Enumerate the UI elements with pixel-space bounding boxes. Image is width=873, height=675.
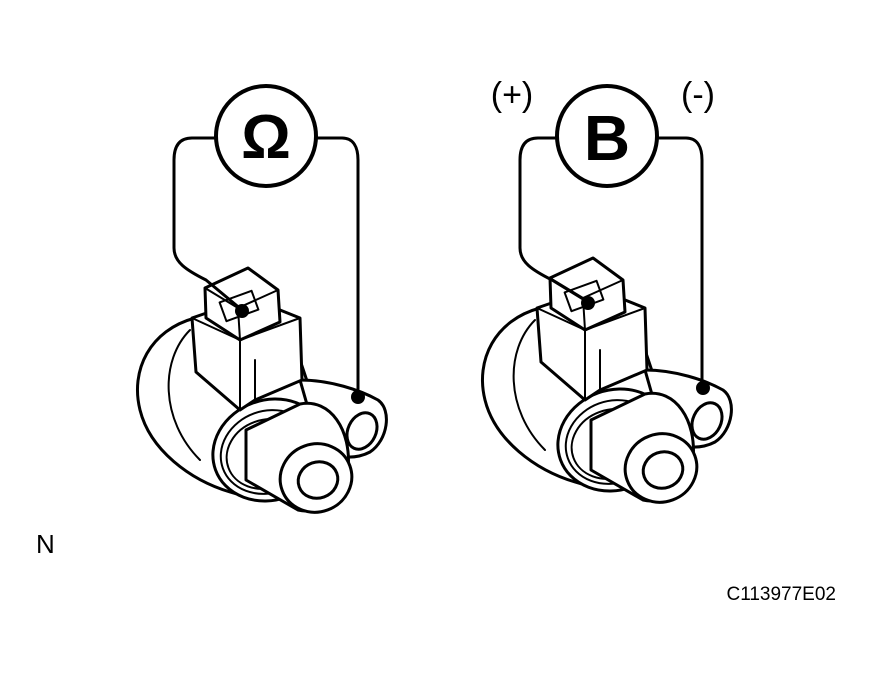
- ohmmeter-symbol: Ω: [241, 103, 291, 172]
- solenoid-valve-left: [135, 266, 388, 524]
- probe-body-right: [696, 381, 710, 395]
- lead-wire-left-2: [314, 136, 360, 397]
- ohmmeter-icon: Ω: [214, 84, 318, 188]
- lead-wire-negative: [654, 136, 704, 387]
- positive-polarity-label: (+): [491, 76, 534, 114]
- lead-wire-positive: [518, 136, 590, 304]
- position-label: N: [36, 529, 55, 559]
- battery-test: B (+) (-): [480, 76, 733, 514]
- negative-polarity-label: (-): [681, 76, 715, 114]
- lead-wire-left-1: [172, 136, 244, 312]
- probe-terminal-left: [235, 304, 249, 318]
- probe-terminal-right: [581, 296, 595, 310]
- solenoid-valve-right: [480, 256, 733, 514]
- probe-body-left: [351, 390, 365, 404]
- ohmmeter-test: Ω: [135, 84, 388, 524]
- figure-code: C113977E02: [726, 584, 836, 605]
- battery-symbol: B: [584, 102, 630, 174]
- battery-icon: B: [555, 84, 659, 188]
